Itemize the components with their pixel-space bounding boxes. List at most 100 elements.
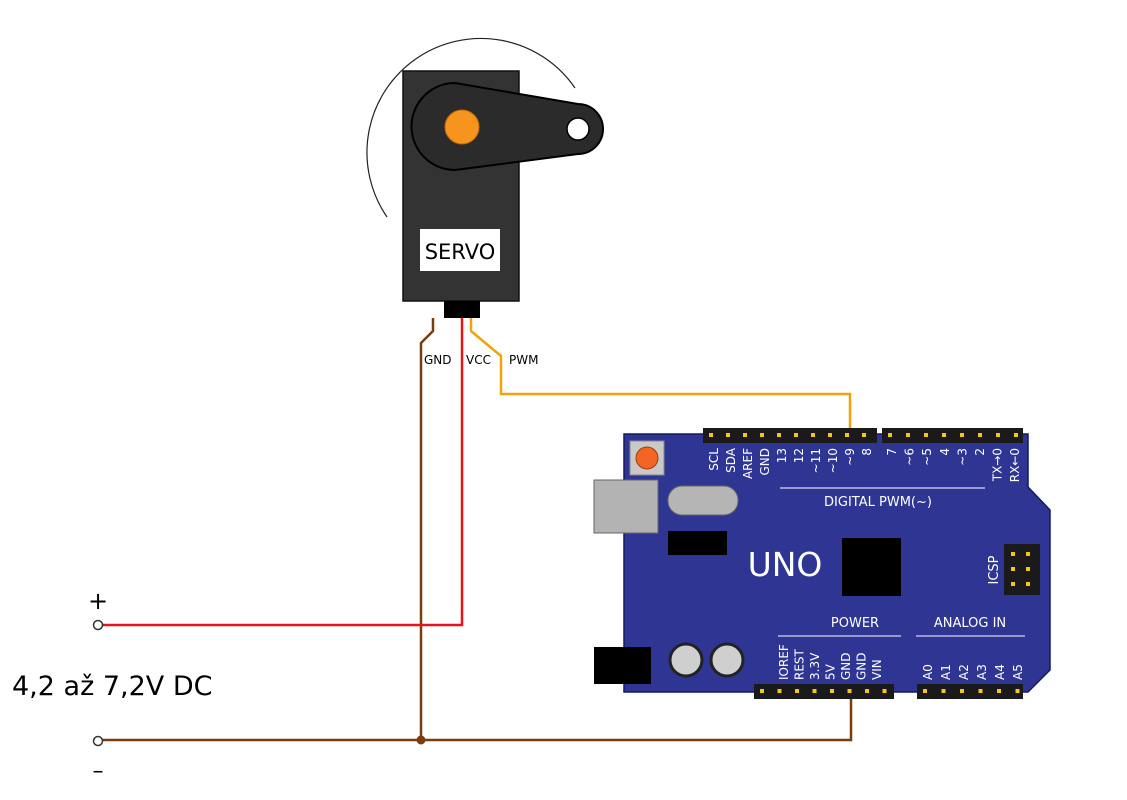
digital-header-right (882, 428, 1023, 443)
voltage-regulator (668, 531, 727, 555)
servo-connector (444, 301, 480, 318)
power-pin-label: IOREF (777, 644, 791, 680)
analog-pin-label: A3 (975, 664, 989, 680)
power-pin-label: GND (839, 652, 853, 680)
power-pin-label: GND (855, 652, 869, 680)
header-pin (888, 433, 892, 437)
header-pin (924, 433, 928, 437)
digital-title: DIGITAL PWM(~) (824, 495, 932, 510)
servo-pin-gnd-label: GND (424, 353, 452, 367)
header-pin (960, 433, 964, 437)
digital-pin-label: ~5 (920, 448, 934, 466)
icsp-pin (1011, 567, 1015, 571)
header-pin (941, 689, 946, 693)
digital-pin-label: 2 (973, 448, 987, 456)
icsp-pin (1026, 582, 1030, 586)
digital-pin-label: ~10 (826, 448, 840, 473)
header-pin (997, 689, 1001, 693)
supply-voltage-label: 4,2 až 7,2V DC (12, 671, 212, 702)
header-pin (906, 433, 910, 437)
capacitor-2 (709, 642, 745, 678)
vcc-wire (100, 318, 464, 627)
digital-pin-label: SCL (707, 448, 721, 471)
digital-pin-label: 7 (885, 448, 899, 456)
servo-rotation-arc (366, 37, 576, 218)
servo-hub (444, 109, 480, 145)
header-pin (830, 689, 834, 693)
crystal-oscillator (667, 485, 739, 516)
header-pin (828, 433, 832, 437)
digital-pin-label: TX→0 (991, 448, 1005, 482)
gnd-wire-to-arduino (421, 692, 853, 742)
analog-title: ANALOG IN (934, 616, 1006, 631)
plus-sign: + (88, 587, 108, 615)
header-pin (978, 433, 982, 437)
digital-pin-label: AREF (741, 448, 755, 479)
digital-pin-label: 4 (938, 448, 952, 456)
servo-pin-pwm-label: PWM (509, 353, 538, 367)
servo: SERVO (366, 37, 604, 318)
header-pin (726, 433, 730, 437)
servo-horn (410, 81, 604, 172)
power-supply: + 4,2 až 7,2V DC – (12, 587, 212, 784)
icsp-label: ICSP (987, 555, 1002, 584)
analog-pin-label: A4 (993, 664, 1007, 680)
digital-pin-label: ~9 (843, 448, 857, 466)
icsp-pin-dots (1011, 552, 1030, 586)
power-pin-label: VIN (870, 659, 884, 680)
usb-port (593, 479, 659, 534)
header-pin (996, 433, 1000, 437)
servo-label-box (420, 229, 500, 271)
minus-terminal (92, 735, 104, 747)
header-pin (865, 689, 869, 693)
header-pin (743, 433, 747, 437)
power-pin-label: REST (793, 648, 807, 680)
icsp-pin (1026, 567, 1030, 571)
digital-header-left (703, 428, 877, 443)
power-header (754, 684, 894, 699)
digital-pin-label: 12 (792, 448, 806, 463)
plus-terminal (92, 619, 104, 631)
analog-header (917, 684, 1023, 699)
digital-pin-label: GND (758, 448, 772, 476)
header-pin (862, 433, 866, 437)
header-pin (709, 433, 713, 437)
digital-pin-label: 13 (775, 448, 789, 463)
header-pin (777, 433, 781, 437)
analog-pin-label: A2 (957, 664, 971, 680)
digital-pin-label: 8 (860, 448, 874, 456)
power-title: POWER (831, 616, 879, 631)
header-pin (978, 689, 983, 693)
header-pin (1014, 433, 1018, 437)
board-model-label: UNO (748, 545, 823, 584)
servo-pin-vcc-label: VCC (466, 353, 491, 367)
icsp-header (1004, 544, 1040, 595)
servo-label: SERVO (425, 240, 496, 264)
analog-pin-label: A1 (939, 664, 953, 680)
header-pin (777, 689, 782, 693)
digital-pin-label: RX←0 (1008, 448, 1022, 482)
microcontroller-chip (842, 538, 901, 596)
header-pin (795, 689, 799, 693)
icsp-pin (1011, 582, 1015, 586)
header-pin (882, 689, 887, 693)
header-pin (812, 689, 817, 693)
digital-pin-label: ~11 (809, 448, 823, 473)
digital-pin-label: SDA (724, 447, 738, 473)
header-pin (845, 433, 849, 437)
digital-pin-label: ~6 (903, 448, 917, 466)
header-pin (960, 689, 964, 693)
icsp-pin (1026, 552, 1030, 556)
minus-sign: – (93, 759, 104, 784)
header-pin (1015, 689, 1020, 693)
header-pin (942, 433, 946, 437)
power-pin-label: 5V (824, 663, 838, 680)
pwm-wire (469, 318, 852, 436)
header-pin (760, 689, 764, 693)
header-pin (811, 433, 815, 437)
wires (100, 318, 853, 745)
analog-pin-label: A0 (921, 664, 935, 680)
header-pin (847, 689, 852, 693)
power-pin-label: 3.3V (808, 652, 822, 680)
